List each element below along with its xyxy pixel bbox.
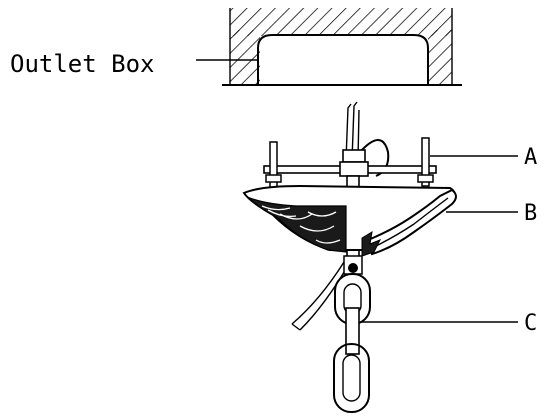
canopy-loop-and-chain (291, 255, 371, 413)
outlet-box (257, 34, 429, 86)
canopy (242, 184, 457, 257)
callout-a-label: A (524, 145, 537, 170)
outlet-box-label: Outlet Box (10, 50, 155, 78)
callout-b-label: B (524, 201, 537, 226)
callout-c-label: C (524, 311, 537, 336)
